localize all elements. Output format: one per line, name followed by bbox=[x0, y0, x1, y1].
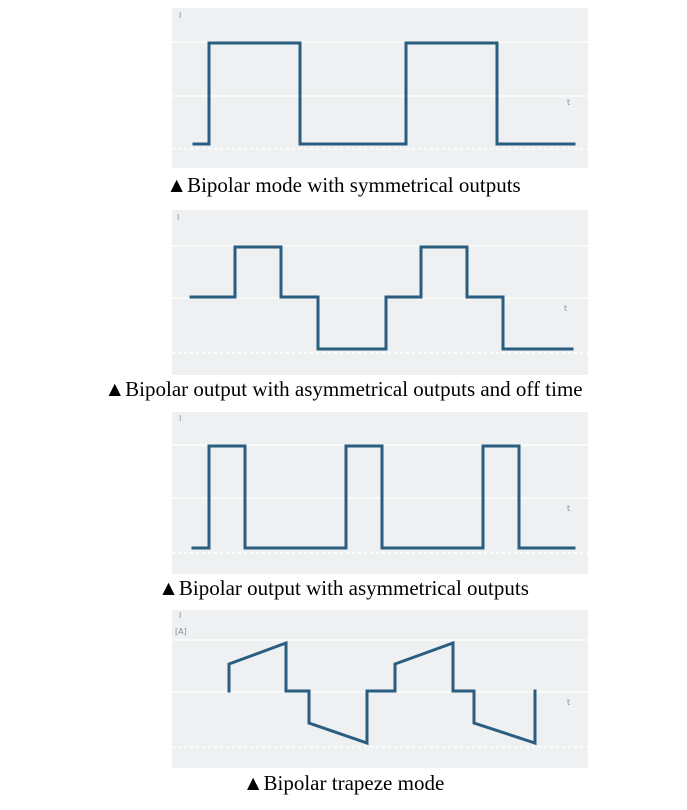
waveform-line bbox=[189, 245, 574, 351]
y-axis-label: I bbox=[179, 414, 182, 423]
caption-trapeze: ▲Bipolar trapeze mode bbox=[242, 771, 445, 795]
y-axis-unit: [A] bbox=[175, 627, 187, 636]
x-axis-label: t bbox=[567, 698, 571, 707]
waveform-line bbox=[227, 640, 537, 746]
waveform-panel-asymmetrical: I t bbox=[172, 412, 588, 574]
caption-symmetrical: ▲Bipolar mode with symmetrical outputs bbox=[166, 173, 521, 197]
waveform-plot-trapeze bbox=[172, 639, 588, 748]
x-axis-label: t bbox=[564, 304, 568, 313]
waveform-line bbox=[192, 41, 576, 146]
y-axis-label: I bbox=[179, 611, 182, 620]
caption-asymmetrical-off-time: ▲Bipolar output with asymmetrical output… bbox=[104, 377, 583, 401]
x-axis-label: t bbox=[567, 504, 571, 513]
waveform-plot-symmetrical bbox=[172, 41, 588, 150]
waveform-panel-trapeze: I [A] t bbox=[172, 610, 588, 768]
y-axis-label: I bbox=[179, 11, 182, 20]
waveform-line bbox=[191, 444, 576, 550]
waveform-plot-asymmetrical-off-time bbox=[172, 245, 588, 354]
waveform-plot-asymmetrical bbox=[172, 444, 588, 554]
waveform-panel-symmetrical: I t bbox=[172, 8, 588, 168]
y-axis-label: I bbox=[177, 213, 180, 222]
x-axis-label: t bbox=[567, 98, 571, 107]
caption-asymmetrical: ▲Bipolar output with asymmetrical output… bbox=[158, 576, 529, 600]
waveform-panel-asymmetrical-off-time: I t bbox=[172, 210, 588, 375]
